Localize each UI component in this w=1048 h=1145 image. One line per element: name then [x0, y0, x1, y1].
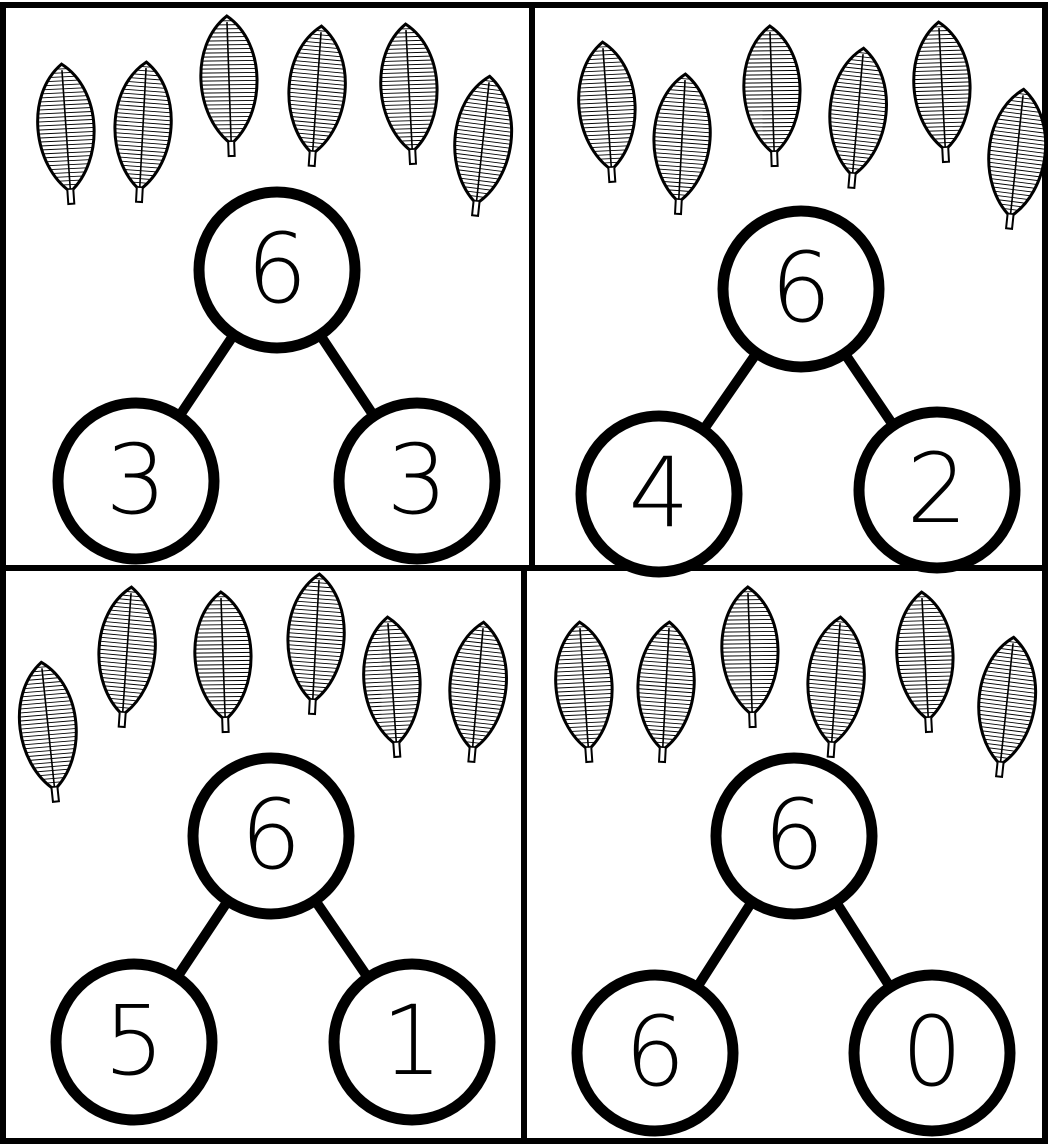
- part-right-circle: 3: [339, 403, 495, 559]
- whole-circle-value: 6: [240, 779, 301, 891]
- whole-circle: 6: [723, 211, 879, 367]
- leaf-icon: [88, 585, 166, 729]
- number-bond-svg: 64 2: [535, 8, 1042, 565]
- part-left-circle-value: 6: [624, 996, 685, 1108]
- leaf-icon: [7, 659, 89, 805]
- part-right-circle-value: 1: [381, 985, 442, 1097]
- leaf-row: [546, 586, 1048, 780]
- leaf-icon: [28, 62, 106, 206]
- bond-line-left: [179, 335, 233, 416]
- leaf-icon: [975, 86, 1048, 232]
- whole-circle: 6: [199, 192, 355, 348]
- bond-line-left: [697, 902, 752, 988]
- bond-line-right: [845, 354, 894, 426]
- whole-circle-value: 6: [770, 232, 831, 344]
- part-right-circle: 1: [334, 964, 490, 1120]
- part-left-circle-value: 5: [103, 985, 164, 1097]
- whole-circle: 6: [193, 758, 349, 914]
- leaf-icon: [187, 591, 260, 733]
- leaf-icon: [888, 590, 963, 733]
- number-bond-svg: 63 3: [6, 8, 529, 565]
- leaf-icon: [546, 620, 624, 764]
- part-right-circle: 0: [854, 975, 1010, 1131]
- part-right-circle-value: 0: [901, 996, 962, 1108]
- part-right-circle: 2: [859, 412, 1015, 568]
- part-left-circle: 3: [58, 403, 214, 559]
- leaf-icon: [905, 20, 980, 163]
- leaf-icon: [569, 40, 647, 184]
- leaf-icon: [438, 619, 518, 764]
- part-right-circle-value: 3: [386, 424, 447, 536]
- part-left-circle: 5: [56, 964, 212, 1120]
- bond-line-right: [836, 902, 890, 987]
- bond-line-left: [703, 353, 756, 430]
- bond-line-right: [315, 900, 368, 977]
- leaf-icon: [441, 73, 523, 219]
- leaf-icon: [818, 45, 898, 190]
- leaf-row: [569, 20, 1048, 232]
- part-left-circle: 4: [581, 416, 737, 572]
- leaf-icon: [736, 25, 809, 167]
- leaf-icon: [372, 22, 447, 165]
- bond-line-left: [177, 901, 228, 977]
- number-bond-svg: 65 1: [6, 571, 521, 1138]
- leaf-icon: [797, 615, 875, 759]
- leaf-icon: [105, 60, 180, 203]
- part-left-circle: 6: [577, 975, 733, 1131]
- leaf-icon: [278, 572, 353, 715]
- whole-circle: 6: [716, 758, 872, 914]
- part-left-circle-value: 4: [628, 437, 689, 549]
- whole-circle-value: 6: [763, 779, 824, 891]
- part-right-circle-value: 2: [906, 433, 967, 545]
- part-left-circle-value: 3: [105, 424, 166, 536]
- leaf-icon: [714, 586, 787, 728]
- whole-circle-value: 6: [246, 213, 307, 325]
- bond-line-right: [320, 335, 374, 416]
- leaf-icon: [965, 634, 1047, 780]
- leaf-icon: [193, 15, 266, 157]
- leaf-icon: [628, 620, 703, 763]
- leaf-icon: [354, 615, 432, 759]
- leaf-icon: [278, 24, 356, 168]
- leaf-icon: [644, 72, 719, 215]
